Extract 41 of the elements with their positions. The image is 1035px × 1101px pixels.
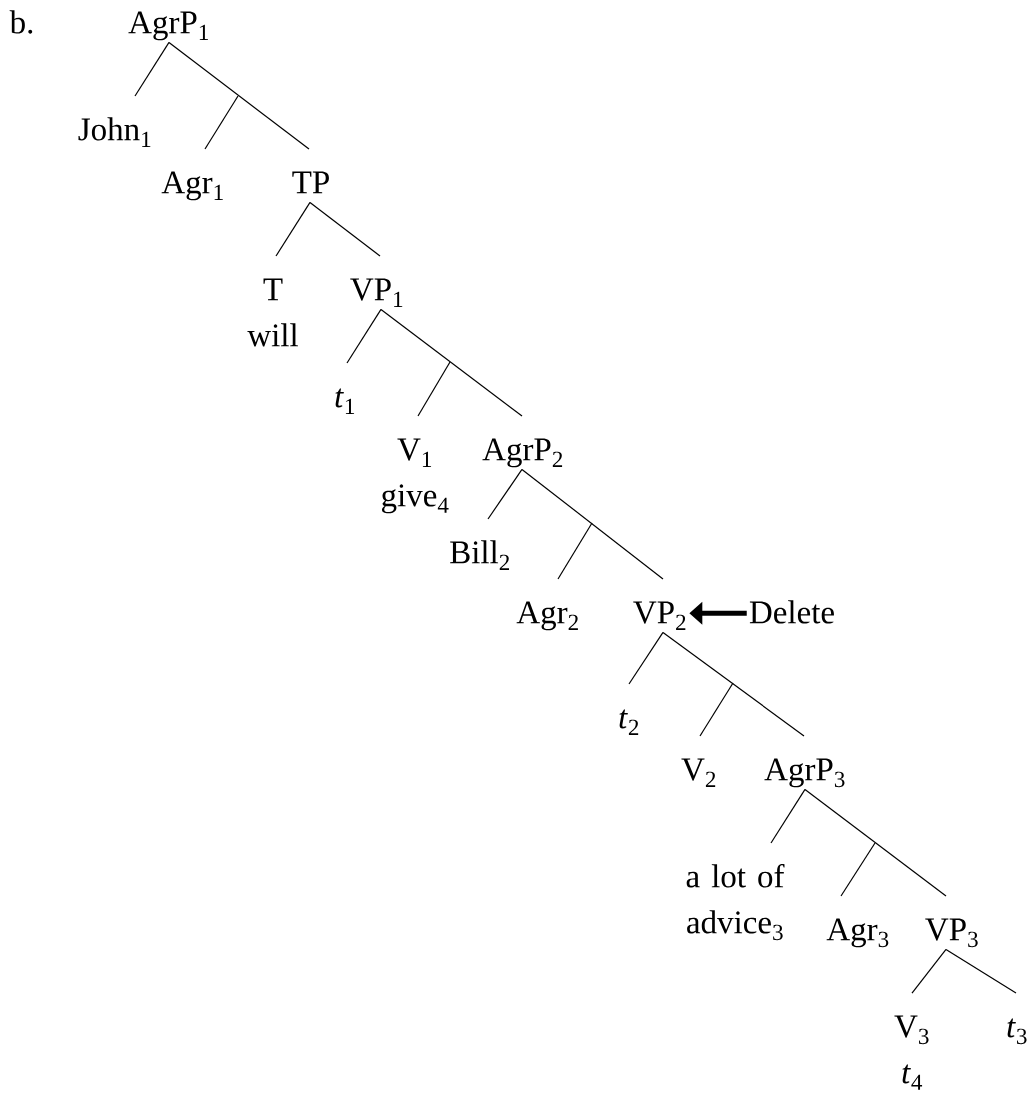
branch-line — [346, 308, 382, 364]
branch-line — [309, 201, 381, 257]
tree-label: John$_{1}$ — [78, 117, 151, 147]
branch-line — [275, 201, 311, 257]
branch-line — [168, 41, 310, 150]
branch-line — [521, 468, 664, 580]
tree-label: Agr$_{2}$ — [516, 601, 578, 631]
tree-label: V$_{3}$ t$_{4}$ — [894, 1015, 929, 1090]
tree-label: VP$_{3}$ — [925, 918, 978, 948]
example-number: b. — [9, 10, 33, 34]
tree-label: AgrP$_{3}$ — [764, 758, 845, 788]
tree-label: T will — [247, 278, 298, 347]
branch-line — [628, 631, 664, 685]
branch-line — [945, 948, 1017, 994]
tree-label: VP$_{2}$ — [633, 601, 686, 630]
tree-label: V$_{2}$ — [681, 758, 716, 787]
tree-label: TP — [292, 171, 329, 194]
tree-label: VP$_{1}$ — [350, 278, 403, 307]
branch-line — [699, 682, 734, 737]
branch-line — [487, 468, 523, 520]
tree-label: t$_{3}$ — [1007, 1018, 1027, 1045]
tree-label: t$_{2}$ — [619, 709, 639, 735]
branch-line — [804, 788, 947, 897]
tree-label: Agr$_{1}$ — [161, 171, 223, 201]
branch-line — [662, 631, 805, 737]
tree-label: Bill$_{2}$ — [450, 540, 509, 570]
tree-label: AgrP$_{1}$ — [128, 11, 208, 41]
branch-line — [134, 41, 170, 97]
tree-label: V$_{1}$ give$_{4}$ — [382, 438, 449, 514]
tree-label: t$_{1}$ — [335, 388, 355, 414]
branch-line — [557, 522, 593, 580]
branch-line — [911, 948, 947, 994]
tree-label: AgrP$_{2}$ — [482, 438, 563, 468]
note-text: Delete — [749, 600, 834, 624]
branch-line — [770, 788, 806, 844]
branch-line — [840, 842, 876, 897]
branch-line — [380, 308, 523, 417]
branch-line — [417, 361, 451, 417]
branch-line — [204, 95, 239, 150]
tree-label: Agr$_{3}$ — [826, 918, 889, 948]
tree-label: a lot of advice$_{3}$ — [686, 864, 785, 941]
